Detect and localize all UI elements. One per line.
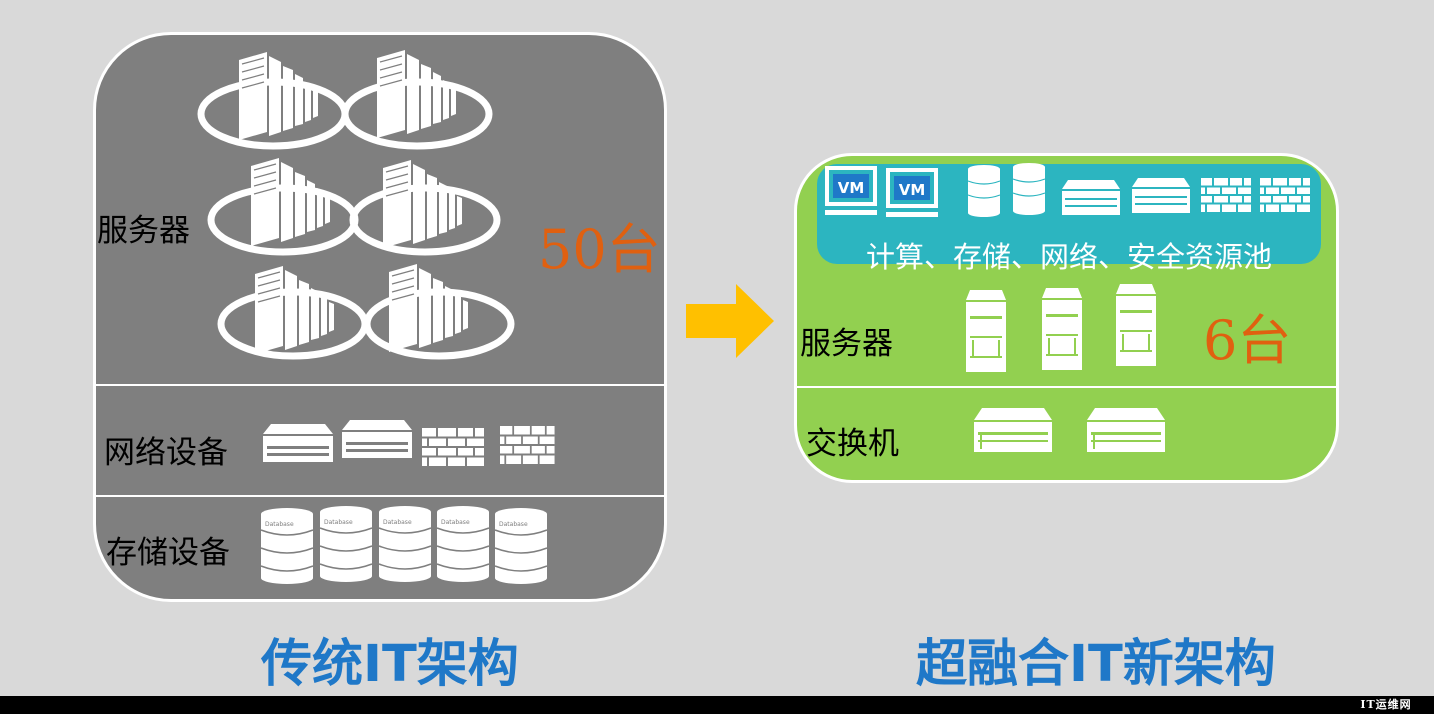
- divider: [96, 495, 664, 497]
- storage-label: 存储设备: [106, 535, 230, 571]
- switch-icon: [263, 424, 333, 462]
- divider: [96, 384, 664, 386]
- divider: [797, 386, 1336, 388]
- pool-label: 计算、存储、网络、安全资源池: [865, 240, 1272, 274]
- hyperconverged-title: 超融合IT新架构: [916, 635, 1276, 694]
- switch-icon: [974, 408, 1052, 452]
- switch-icon: [1132, 178, 1190, 213]
- vm-monitor-icon: VM: [886, 168, 938, 217]
- server-icon: [1042, 288, 1082, 370]
- switch-icon: [342, 420, 412, 458]
- servers-label: 服务器: [97, 213, 190, 249]
- database-icon: [967, 164, 1001, 218]
- vm-monitor-icon: VM: [825, 166, 877, 215]
- firewall-icon: [1200, 177, 1252, 213]
- servers-label: 服务器: [800, 326, 893, 362]
- switch-icon: [1062, 180, 1120, 215]
- vm-text: VM: [838, 179, 865, 197]
- network-label: 网络设备: [104, 435, 228, 471]
- server-cluster-icon: [197, 49, 515, 360]
- server-icon: [1116, 284, 1156, 366]
- vm-text: VM: [899, 181, 926, 199]
- firewall-icon: [1259, 177, 1311, 213]
- database-icon: [319, 505, 373, 583]
- watermark: IT运维网: [1360, 698, 1412, 711]
- servers-count: 50台: [538, 218, 661, 281]
- switch-label: 交换机: [806, 426, 899, 462]
- database-icon: [378, 505, 432, 583]
- bottom-bar: [0, 696, 1434, 714]
- arrow-right-icon: [686, 284, 774, 358]
- servers-count: 6台: [1203, 309, 1292, 372]
- switch-icon: [1087, 408, 1165, 452]
- server-icon: [966, 290, 1006, 372]
- database-icon: [494, 507, 548, 585]
- firewall-icon: [421, 427, 485, 467]
- database-icon: [1012, 162, 1046, 216]
- database-icon: [436, 505, 490, 583]
- traditional-title: 传统IT架构: [261, 635, 519, 694]
- firewall-icon: [499, 425, 556, 465]
- database-icon: [260, 507, 314, 585]
